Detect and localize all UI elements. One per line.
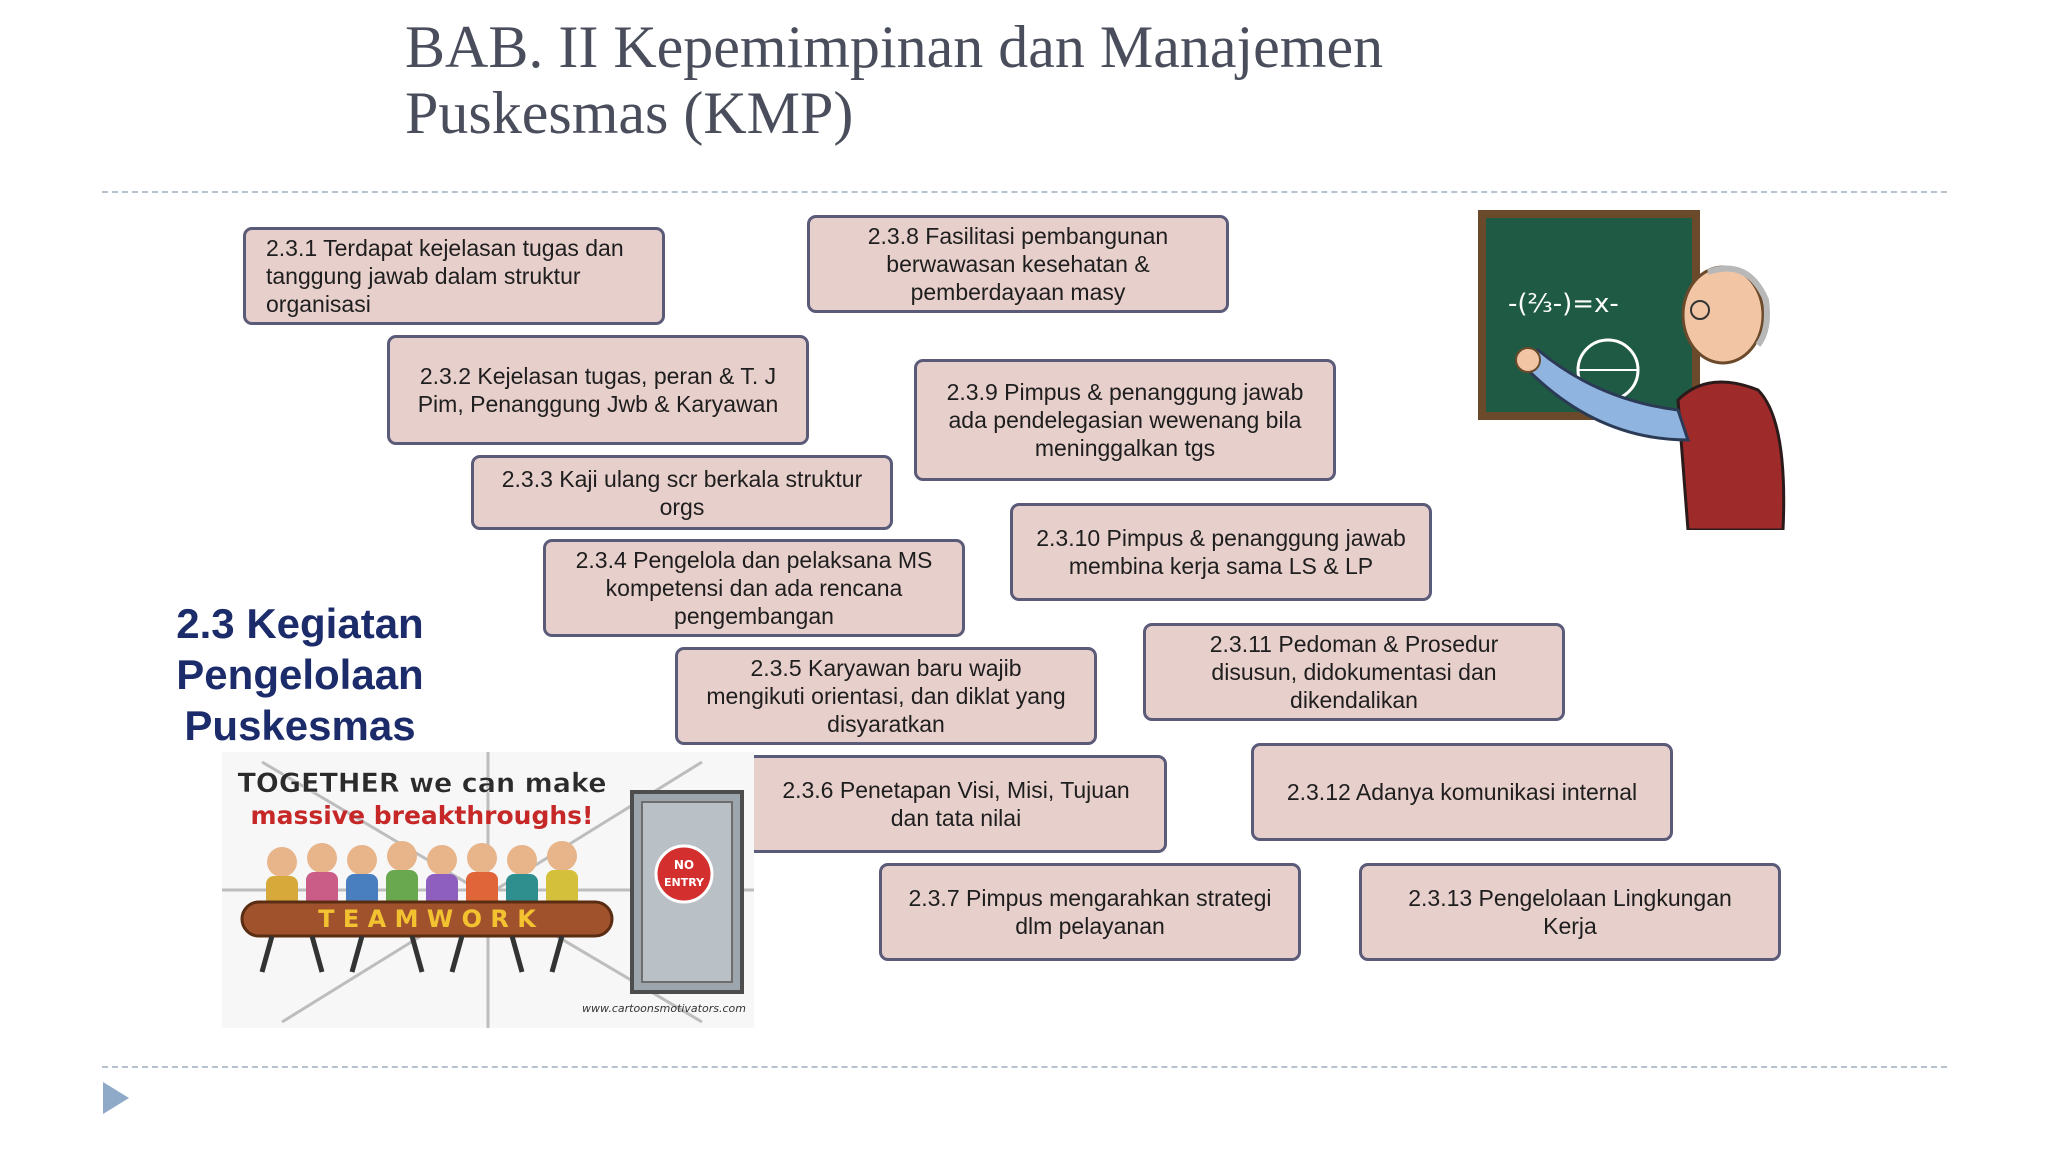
log-text: T E A M W O R K (318, 905, 537, 933)
chalkboard-formula: -(²⁄₃-)=x- (1508, 289, 1619, 319)
item-text-2-3-10: 2.3.10 Pimpus & penanggung jawab membina… (1036, 525, 1406, 579)
cartoon-headline-2: massive breakthroughs! (251, 801, 594, 830)
cartoon-headline-1: TOGETHER we can make (237, 768, 606, 799)
item-box-2-3-7: 2.3.7 Pimpus mengarahkan strategi dlm pe… (879, 863, 1301, 961)
cartoon-credit: www.cartoonsmotivators.com (582, 1002, 746, 1015)
teamwork-log (240, 900, 614, 938)
item-text-2-3-2: 2.3.2 Kejelasan tugas, peran & T. J Pim,… (417, 363, 779, 417)
slide-title-line-2: Puskesmas (KMP) (405, 80, 854, 146)
slide-title: BAB. II Kepemimpinan dan Manajemen Puske… (405, 14, 1605, 146)
top-dashed-divider (102, 191, 1947, 193)
item-text-2-3-13: 2.3.13 Pengelolaan Lingkungan Kerja (1408, 885, 1732, 939)
sign-text-entry: ENTRY (664, 876, 705, 889)
item-text-2-3-1: 2.3.1 Terdapat kejelasan tugas dan tangg… (266, 235, 624, 317)
item-text-2-3-3: 2.3.3 Kaji ulang scr berkala struktur or… (501, 465, 863, 520)
item-box-2-3-3: 2.3.3 Kaji ulang scr berkala struktur or… (471, 455, 893, 530)
item-box-2-3-2: 2.3.2 Kejelasan tugas, peran & T. J Pim,… (387, 335, 809, 445)
bottom-dashed-divider (102, 1066, 1947, 1068)
item-box-2-3-1: 2.3.1 Terdapat kejelasan tugas dan tangg… (243, 227, 665, 325)
crowd-legs (259, 935, 565, 973)
item-text-2-3-12: 2.3.12 Adanya komunikasi internal (1286, 779, 1638, 805)
slide-bullet-marker (103, 1082, 129, 1114)
item-box-2-3-12: 2.3.12 Adanya komunikasi internal (1251, 743, 1673, 841)
item-text-2-3-7: 2.3.7 Pimpus mengarahkan strategi dlm pe… (908, 885, 1272, 939)
item-box-2-3-5: 2.3.5 Karyawan baru wajib mengikuti orie… (675, 647, 1097, 745)
section-heading: 2.3 Kegiatan Pengelolaan Puskesmas (176, 600, 424, 749)
teamwork-cartoon-image: TOGETHER we can make massive breakthroug… (222, 752, 754, 1028)
item-text-2-3-8: 2.3.8 Fasilitasi pembangunan berwawasan … (867, 223, 1169, 305)
item-box-2-3-9: 2.3.9 Pimpus & penanggung jawab ada pend… (914, 359, 1336, 481)
teacher-hand (1515, 347, 1541, 373)
chalkboard (1486, 218, 1692, 412)
teacher-glasses (1690, 300, 1710, 320)
item-box-2-3-13: 2.3.13 Pengelolaan Lingkungan Kerja (1359, 863, 1781, 961)
item-box-2-3-8: 2.3.8 Fasilitasi pembangunan berwawasan … (807, 215, 1229, 313)
sign-text-no: NO (674, 858, 694, 872)
item-text-2-3-9: 2.3.9 Pimpus & penanggung jawab ada pend… (946, 379, 1304, 461)
item-text-2-3-4: 2.3.4 Pengelola dan pelaksana MS kompete… (575, 547, 933, 629)
no-entry-sign (654, 844, 714, 904)
item-text-2-3-5: 2.3.5 Karyawan baru wajib mengikuti orie… (706, 655, 1066, 737)
teacher-vest (1676, 380, 1786, 530)
item-box-2-3-11: 2.3.11 Pedoman & Prosedur disusun, didok… (1143, 623, 1565, 721)
teacher-arm (1526, 347, 1691, 442)
item-box-2-3-4: 2.3.4 Pengelola dan pelaksana MS kompete… (543, 539, 965, 637)
item-text-2-3-11: 2.3.11 Pedoman & Prosedur disusun, didok… (1209, 631, 1499, 713)
item-box-2-3-6: 2.3.6 Penetapan Visi, Misi, Tujuan dan t… (745, 755, 1167, 853)
item-box-2-3-10: 2.3.10 Pimpus & penanggung jawab membina… (1010, 503, 1432, 601)
slide-title-line-1: BAB. II Kepemimpinan dan Manajemen (405, 14, 1384, 80)
teacher-chalkboard-image: -(²⁄₃-)=x- (1478, 210, 1786, 530)
item-text-2-3-6: 2.3.6 Penetapan Visi, Misi, Tujuan dan t… (782, 777, 1130, 831)
